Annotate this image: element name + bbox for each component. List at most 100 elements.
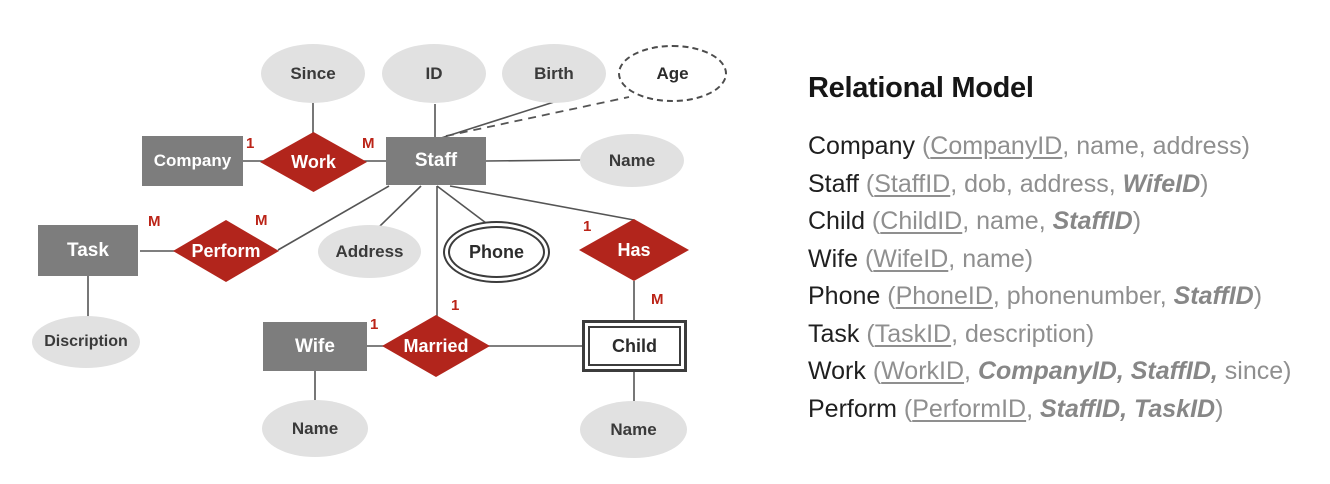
- relation-row: Perform (PerformID, StaffID, TaskID): [808, 391, 1291, 429]
- attribute-label: ID: [425, 63, 443, 83]
- relationship-label: Married: [403, 335, 469, 356]
- foreign-key: CompanyID,: [977, 357, 1131, 385]
- relation-name: Phone: [808, 282, 881, 310]
- paren: ): [1085, 319, 1095, 348]
- relation-name: Wife: [808, 244, 858, 273]
- relation-name: Task: [808, 319, 860, 348]
- paren: ): [1200, 169, 1209, 198]
- entity-task: Task: [38, 225, 138, 276]
- paren: ): [1024, 244, 1034, 273]
- relational-model-panel: Relational Model Company (CompanyID, nam…: [808, 0, 1328, 484]
- relationship-label: Has: [617, 239, 651, 260]
- attribute: phonenumber,: [1006, 282, 1174, 310]
- cardinality-label: M: [362, 135, 375, 152]
- attribute-discription: Discription: [32, 316, 140, 368]
- attribute-name-staff: Name: [580, 134, 684, 187]
- foreign-key: StaffID,: [1130, 357, 1225, 385]
- relationship-has: Has: [579, 219, 689, 281]
- relation-row: Company (CompanyID, name, address): [808, 128, 1291, 166]
- relation-name: Work: [808, 357, 866, 385]
- cardinality-label: M: [148, 213, 161, 230]
- paren: (: [858, 169, 875, 198]
- foreign-key: TaskID: [1134, 394, 1216, 423]
- relation-row: Task (TaskID, description): [808, 316, 1291, 354]
- attribute-age-derived: Age: [618, 45, 727, 102]
- attribute: name,: [976, 207, 1053, 235]
- paren: ): [1283, 357, 1292, 385]
- relationship-label: Perform: [191, 240, 261, 261]
- cardinality-label: 1: [583, 218, 592, 235]
- entity-label: Task: [67, 239, 109, 261]
- primary-key: PerformID,: [912, 394, 1040, 423]
- primary-key: WorkID,: [881, 357, 978, 385]
- entity-staff: Staff: [386, 137, 486, 185]
- relation-row: Wife (WifeID, name): [808, 241, 1291, 279]
- relation-row: Phone (PhoneID, phonenumber, StaffID): [808, 278, 1291, 316]
- relationship-work: Work: [260, 132, 367, 192]
- attribute: name: [962, 244, 1025, 273]
- paren: (: [915, 132, 931, 160]
- relation-name: Staff: [808, 169, 859, 198]
- entity-label: Staff: [414, 150, 458, 171]
- attribute-address: Address: [318, 225, 421, 278]
- attribute-label: Age: [656, 63, 689, 83]
- cardinality-label: 1: [370, 316, 379, 333]
- paren: (: [859, 319, 875, 348]
- relation-name: Child: [808, 207, 865, 235]
- foreign-key: StaffID: [1173, 282, 1254, 310]
- relation-list: Company (CompanyID, name, address)Staff …: [808, 128, 1291, 428]
- attribute-name-child: Name: [580, 401, 687, 458]
- cardinality-label: M: [651, 291, 664, 308]
- entity-label: Wife: [295, 335, 335, 357]
- primary-key: TaskID,: [874, 319, 965, 348]
- primary-key: ChildID,: [880, 207, 977, 235]
- foreign-key: StaffID,: [1040, 394, 1135, 423]
- line-staff-has: [449, 185, 635, 221]
- line-staff-name: [485, 159, 582, 162]
- relationship-label: Work: [291, 151, 336, 172]
- attribute-label: Name: [610, 419, 657, 439]
- attribute: dob,: [964, 169, 1020, 198]
- primary-key: WifeID,: [873, 244, 963, 273]
- entity-child-weak: Child: [582, 320, 687, 372]
- paren: ): [1253, 282, 1263, 310]
- primary-key: PhoneID,: [895, 282, 1007, 310]
- attribute-name-wife: Name: [262, 400, 368, 457]
- paren: ): [1132, 207, 1142, 235]
- entity-company: Company: [142, 136, 243, 186]
- primary-key: StaffID,: [874, 169, 965, 198]
- relation-row: Staff (StaffID, dob, address, WifeID): [808, 166, 1291, 204]
- paren: (: [896, 394, 913, 423]
- attribute-label: Since: [290, 63, 336, 83]
- foreign-key: StaffID: [1052, 207, 1133, 235]
- cardinality-label: M: [255, 212, 268, 229]
- attribute-phone-multivalued: Phone: [443, 221, 550, 283]
- primary-key: CompanyID,: [930, 132, 1077, 160]
- paren: ): [1241, 132, 1250, 160]
- relation-row: Child (ChildID, name, StaffID): [808, 203, 1291, 241]
- attribute-label: Name: [291, 418, 339, 438]
- attribute: address: [1152, 132, 1242, 160]
- paren: (: [864, 207, 881, 235]
- paren: (: [858, 244, 874, 273]
- entity-label: Company: [153, 151, 232, 170]
- relationship-married: Married: [382, 315, 490, 377]
- attribute: name,: [1076, 132, 1153, 160]
- line-staff-phone: [436, 185, 487, 224]
- relation-name: Company: [808, 132, 915, 160]
- paren: (: [865, 357, 882, 385]
- line-staff-address: [379, 185, 422, 227]
- entity-wife: Wife: [263, 322, 367, 371]
- cardinality-label: 1: [246, 135, 255, 152]
- panel-title: Relational Model: [808, 72, 1034, 104]
- foreign-key: WifeID: [1122, 169, 1201, 198]
- line-staff-age-derived: [445, 96, 630, 137]
- attribute-label: Address: [335, 241, 404, 261]
- attribute-label: Birth: [534, 63, 574, 83]
- attribute: address,: [1019, 169, 1123, 198]
- cardinality-label: 1: [451, 297, 460, 314]
- relation-name: Perform: [808, 394, 897, 423]
- attribute-since: Since: [261, 44, 365, 103]
- line-birth-staff: [437, 101, 555, 140]
- paren: ): [1215, 394, 1224, 423]
